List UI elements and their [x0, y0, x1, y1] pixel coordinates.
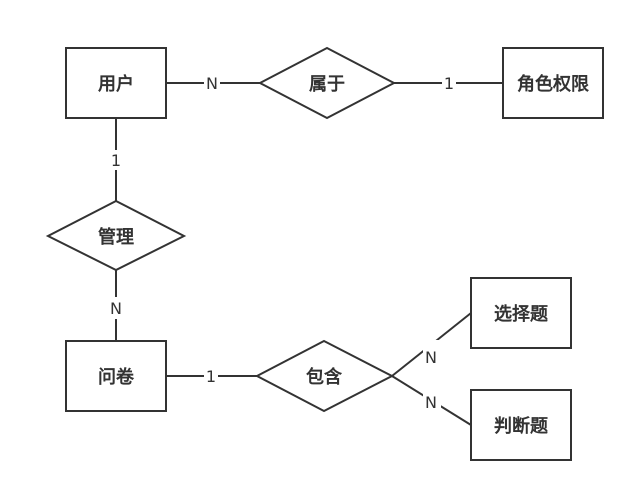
entity-user[interactable]: 用户 — [65, 47, 167, 119]
entity-label: 问卷 — [98, 366, 135, 388]
relationship-manages[interactable]: 管理 — [45, 199, 187, 272]
entity-label: 角色权限 — [517, 73, 590, 95]
entity-label: 用户 — [98, 73, 134, 95]
cardinality-contains-judgment: N — [423, 388, 441, 414]
entity-choice-question[interactable]: 选择题 — [470, 277, 572, 349]
relationship-belongs-to[interactable]: 属于 — [257, 46, 397, 120]
relationship-label: 包含 — [306, 366, 343, 388]
entity-label: 判断题 — [494, 415, 549, 437]
cardinality-questionnaire-contains: 1 — [204, 366, 218, 386]
entity-judgment-question[interactable]: 判断题 — [470, 389, 572, 461]
relationship-label: 管理 — [98, 226, 134, 248]
cardinality-label: N — [425, 348, 437, 367]
cardinality-manages-questionnaire: N — [107, 297, 125, 319]
entity-label: 选择题 — [494, 303, 549, 325]
cardinality-belongs-role: 1 — [442, 73, 456, 93]
cardinality-label: 1 — [206, 367, 216, 386]
cardinality-user-belongs: N — [204, 73, 220, 93]
cardinality-label: N — [110, 299, 122, 318]
cardinality-label: N — [425, 393, 437, 412]
entity-questionnaire[interactable]: 问卷 — [65, 340, 167, 412]
cardinality-user-manages: 1 — [108, 150, 124, 170]
entity-role-permission[interactable]: 角色权限 — [502, 47, 604, 119]
relationship-contains[interactable]: 包含 — [254, 339, 395, 413]
cardinality-label: 1 — [111, 151, 121, 170]
cardinality-label: 1 — [444, 74, 454, 93]
relationship-label: 属于 — [309, 74, 345, 95]
cardinality-label: N — [206, 74, 218, 93]
cardinality-contains-choice: N — [423, 340, 441, 368]
